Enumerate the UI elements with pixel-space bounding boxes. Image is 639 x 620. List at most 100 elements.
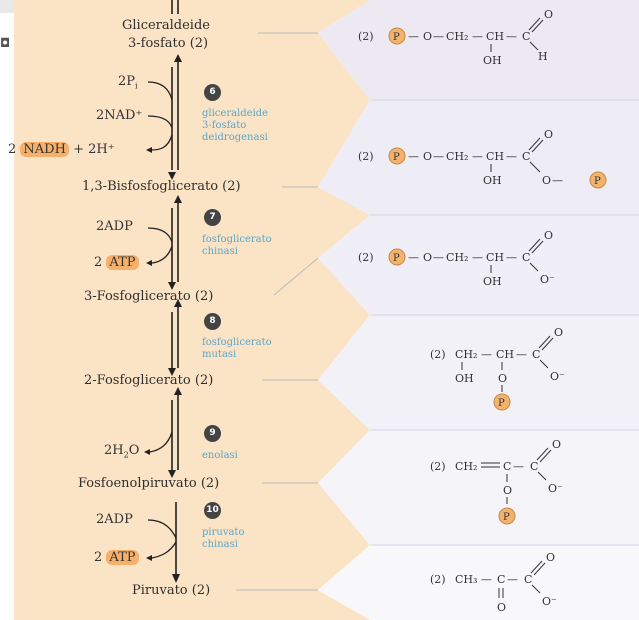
svg-text:(2): (2) bbox=[358, 150, 374, 163]
structure-pyruvate: (2) CH₃— C— C O O O⁻ bbox=[430, 551, 557, 614]
structure-panel-3 bbox=[318, 215, 639, 315]
svg-text:—: — bbox=[507, 573, 518, 586]
svg-text:C: C bbox=[503, 460, 511, 473]
svg-text:O⁻: O⁻ bbox=[548, 482, 563, 495]
svg-text:OH: OH bbox=[483, 275, 502, 288]
svg-text:—: — bbox=[408, 30, 419, 43]
svg-text:CH: CH bbox=[496, 348, 514, 361]
metabolite-2-name: 1,3-Bisfosfoglicerato (2) bbox=[82, 179, 241, 194]
svg-text:O⁻: O⁻ bbox=[550, 370, 565, 383]
svg-text:—: — bbox=[433, 150, 444, 163]
svg-text:O: O bbox=[554, 326, 563, 339]
step-9-enzyme: enolasi bbox=[202, 450, 238, 461]
svg-text:O: O bbox=[423, 251, 432, 264]
step-9-badge: 9 bbox=[204, 425, 221, 442]
structure-2-phosphoglycerate: (2) CH₂— CH— C OH O P O O⁻ bbox=[430, 326, 565, 411]
step-10-adp-input: 2ADP bbox=[96, 512, 133, 527]
structure-phosphoenolpyruvate: (2) CH₂ C— C O P O O⁻ bbox=[430, 438, 563, 525]
svg-text:—: — bbox=[506, 150, 517, 163]
svg-text:O⁻: O⁻ bbox=[540, 273, 555, 286]
structure-panel-1 bbox=[318, 0, 639, 100]
step-9-water-output: 2H2O bbox=[104, 443, 140, 460]
svg-text:—: — bbox=[552, 174, 563, 187]
svg-text:O: O bbox=[423, 30, 432, 43]
svg-text:OH: OH bbox=[455, 372, 474, 385]
step-10-atp-output: 2 ATP bbox=[94, 550, 139, 565]
metabolite-1-name-line2: 3-fosfato (2) bbox=[128, 36, 209, 51]
svg-text:CH: CH bbox=[486, 150, 504, 163]
svg-text:H: H bbox=[538, 50, 548, 63]
svg-text:(2): (2) bbox=[430, 348, 446, 361]
svg-text:—: — bbox=[516, 348, 527, 361]
svg-text:CH₂: CH₂ bbox=[446, 150, 468, 163]
svg-text:O: O bbox=[497, 601, 506, 614]
svg-text:P: P bbox=[393, 32, 400, 43]
step-7-adp-input: 2ADP bbox=[96, 219, 133, 234]
svg-text:O: O bbox=[552, 438, 561, 451]
structure-panel-4 bbox=[318, 315, 639, 430]
metabolite-5-name: Fosfoenolpiruvato (2) bbox=[78, 476, 220, 491]
svg-text:O: O bbox=[544, 128, 553, 141]
svg-text:P: P bbox=[503, 512, 510, 523]
svg-text:CH₂: CH₂ bbox=[455, 348, 477, 361]
svg-text:O: O bbox=[542, 174, 551, 187]
svg-text:P: P bbox=[594, 176, 601, 187]
svg-text:—: — bbox=[481, 348, 492, 361]
structure-3-phosphoglycerate: (2) P —O— CH₂— CH— C OH O O⁻ bbox=[358, 229, 555, 288]
structure-glyceraldehyde-3-phosphate: (2) P —O— CH₂— CH— C OH O H bbox=[358, 8, 553, 67]
structure-panel-6 bbox=[318, 545, 639, 620]
step-6-phosphate-input: 2Pi bbox=[118, 74, 138, 91]
svg-text:OH: OH bbox=[483, 174, 502, 187]
step-8-badge: 8 bbox=[204, 313, 221, 330]
svg-text:CH₂: CH₂ bbox=[446, 30, 468, 43]
svg-text:CH: CH bbox=[486, 30, 504, 43]
svg-text:O: O bbox=[544, 229, 553, 242]
svg-text:C: C bbox=[532, 348, 540, 361]
svg-text:P: P bbox=[393, 253, 400, 264]
step-6-badge: 6 bbox=[204, 84, 221, 101]
svg-text:P: P bbox=[498, 398, 505, 409]
pathway-background bbox=[14, 0, 370, 620]
svg-text:(2): (2) bbox=[430, 573, 446, 586]
svg-text:O: O bbox=[546, 551, 555, 564]
svg-text:C: C bbox=[497, 573, 505, 586]
svg-text:—: — bbox=[433, 30, 444, 43]
svg-text:O⁻: O⁻ bbox=[542, 595, 557, 608]
structure-panel-5 bbox=[318, 430, 639, 545]
svg-text:CH: CH bbox=[486, 251, 504, 264]
svg-text:—: — bbox=[481, 573, 492, 586]
svg-text:(2): (2) bbox=[430, 460, 446, 473]
metabolite-6-name: Piruvato (2) bbox=[132, 583, 211, 598]
svg-text:C: C bbox=[522, 150, 530, 163]
svg-text:—: — bbox=[472, 150, 483, 163]
metabolite-1-name: Gliceraldeide bbox=[122, 18, 210, 33]
svg-text:C: C bbox=[522, 251, 530, 264]
svg-text:O: O bbox=[544, 8, 553, 21]
svg-text:(2): (2) bbox=[358, 30, 374, 43]
fragment-icon: ◘ bbox=[0, 36, 11, 50]
svg-text:—: — bbox=[513, 460, 524, 473]
svg-text:CH₃: CH₃ bbox=[455, 573, 477, 586]
svg-text:O: O bbox=[503, 484, 512, 497]
svg-text:O: O bbox=[423, 150, 432, 163]
structure-bisphosphoglycerate: (2) P —O— CH₂— CH— C OH O O— P bbox=[358, 128, 607, 189]
step-7-atp-output: 2 ATP bbox=[94, 255, 139, 270]
svg-text:—: — bbox=[433, 251, 444, 264]
structure-panel-2 bbox=[318, 100, 639, 215]
step-7-badge: 7 bbox=[204, 209, 221, 226]
svg-text:—: — bbox=[506, 30, 517, 43]
svg-text:—: — bbox=[472, 30, 483, 43]
svg-text:P: P bbox=[393, 152, 400, 163]
svg-text:OH: OH bbox=[483, 54, 502, 67]
svg-text:C: C bbox=[524, 573, 532, 586]
step-6-nadh-output: 2 NADH + 2H⁺ bbox=[8, 142, 115, 157]
svg-text:CH₂: CH₂ bbox=[455, 460, 477, 473]
svg-text:C: C bbox=[530, 460, 538, 473]
metabolite-4-name: 2-Fosfoglicerato (2) bbox=[84, 373, 214, 388]
